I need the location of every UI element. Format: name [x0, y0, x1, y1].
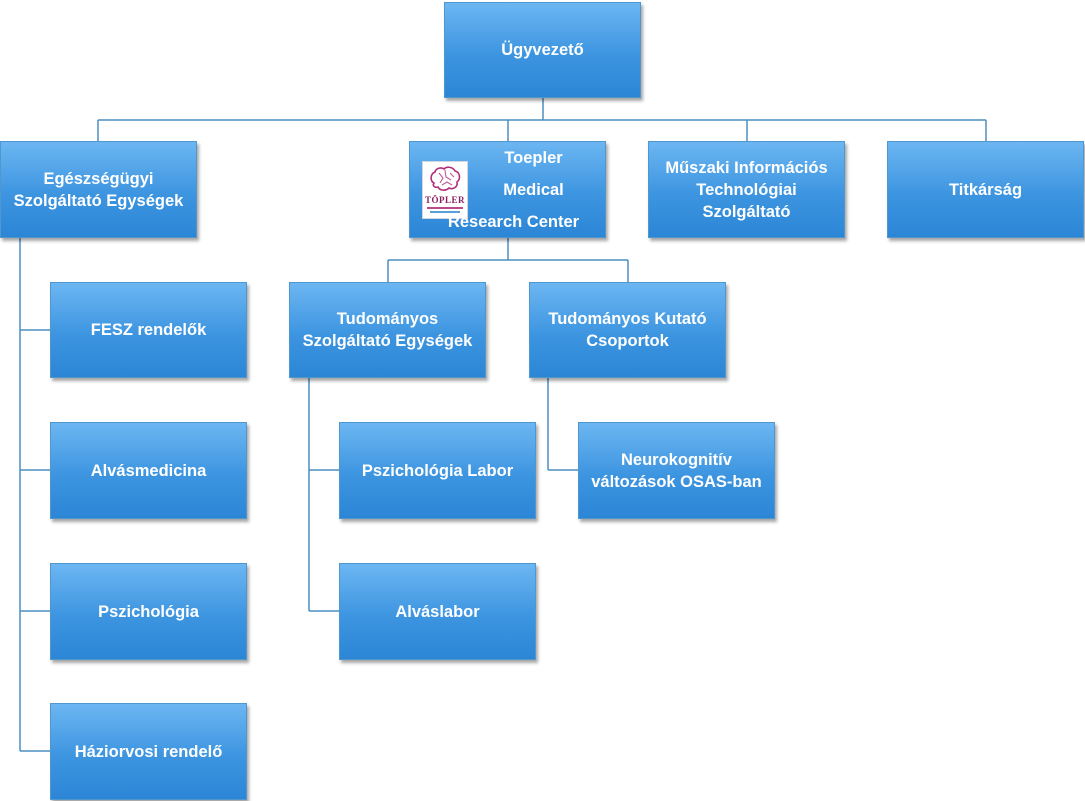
node-titkarsag-label: Titkárság	[948, 180, 1023, 199]
node-label: Neurokognitív változások OSAS-ban	[591, 450, 762, 491]
node-tudomanyos-kutato[interactable]: Tudományos Kutató Csoportok	[529, 282, 726, 378]
node-fesz-rendelok[interactable]: FESZ rendelők	[50, 282, 247, 378]
node-label: Tudományos Kutató Csoportok	[548, 310, 707, 350]
node-muszaki[interactable]: Műszaki Információs Technológiai Szolgál…	[648, 141, 845, 238]
node-label: Alváslabor	[395, 602, 480, 621]
node-alvasmedicina[interactable]: Alvásmedicina	[50, 422, 247, 519]
node-pszichologia[interactable]: Pszichológia	[50, 563, 247, 660]
node-toepler[interactable]: TÖPLER Toepler Medical Research Center	[409, 141, 606, 238]
node-label: Alvásmedicina	[90, 461, 207, 480]
node-label: Háziorvosi rendelő	[74, 742, 223, 761]
brain-icon	[430, 165, 461, 191]
node-haziorvosi-rendelo[interactable]: Háziorvosi rendelő	[50, 703, 247, 800]
node-toepler-line: Toepler	[504, 148, 563, 167]
node-egeszsegugyi-label: Egészségügyi Szolgáltató Egységek	[13, 169, 184, 210]
toepler-logo: TÖPLER	[422, 160, 468, 219]
node-alvaslabor[interactable]: Alváslabor	[339, 563, 536, 660]
node-muszaki-label: Műszaki Információs Technológiai Szolgál…	[665, 158, 828, 221]
node-egeszsegugyi[interactable]: Egészségügyi Szolgáltató Egységek	[0, 141, 197, 238]
node-label: Pszichológia	[98, 602, 199, 621]
logo-stripe	[430, 210, 460, 213]
toepler-logo-wordmark: TÖPLER	[424, 194, 465, 205]
node-pszichologia-labor[interactable]: Pszichológia Labor	[339, 422, 536, 519]
node-neurokognitiv[interactable]: Neurokognitív változások OSAS-ban	[578, 422, 775, 519]
node-label: Pszichológia Labor	[361, 461, 514, 480]
node-toepler-line: Research Center	[447, 212, 580, 231]
node-label: Tudományos Szolgáltató Egységek	[302, 310, 473, 350]
node-label: FESZ rendelők	[90, 321, 207, 339]
node-ugyvezeto-label: Ügyvezető	[501, 41, 584, 59]
node-ugyvezeto[interactable]: Ügyvezető	[444, 2, 641, 98]
node-toepler-title: Toepler Medical Research Center	[448, 142, 597, 238]
node-toepler-line: Medical	[503, 180, 564, 199]
node-titkarsag[interactable]: Titkárság	[887, 141, 1084, 238]
node-tudomanyos-szolgaltato[interactable]: Tudományos Szolgáltató Egységek	[289, 282, 486, 378]
logo-stripe	[427, 206, 463, 209]
